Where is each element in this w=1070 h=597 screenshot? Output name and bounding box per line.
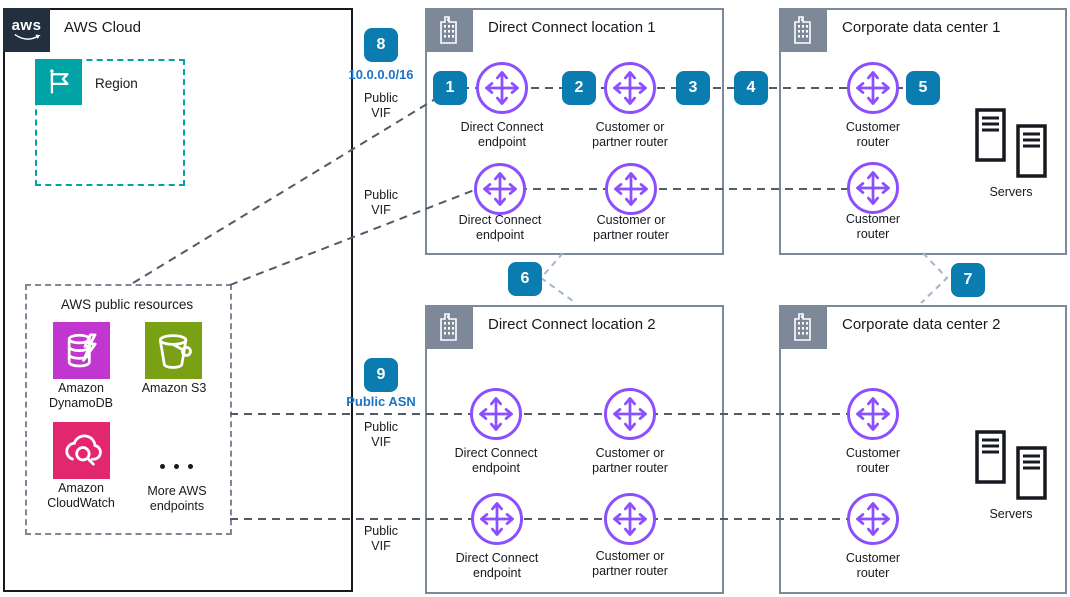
server-icon [975, 108, 1006, 162]
dx-location-1-building-icon [425, 8, 473, 52]
step-badge-9: 9 [364, 358, 398, 392]
cloudwatch-glyph [60, 429, 104, 473]
dx2-partner-router-1-icon [604, 388, 656, 440]
aws-cloud-title: AWS Cloud [64, 19, 141, 36]
step-badge-6: 6 [508, 262, 542, 296]
dynamodb-glyph [60, 329, 104, 373]
public-vif-label-2: Public VIF [363, 188, 399, 217]
region-flag-icon [35, 59, 82, 105]
dx2-endpoint-2-label: Direct Connect endpoint [455, 551, 539, 580]
dc2-servers-label: Servers [989, 507, 1033, 521]
dx1-partner-router-1-label: Customer or partner router [592, 120, 668, 149]
public-asn-annotation: Public ASN [346, 394, 416, 409]
dx1-partner-router-2-label: Customer or partner router [593, 213, 669, 242]
dx1-endpoint-1-router-icon [476, 62, 528, 114]
dc1-customer-router-2-label: Customer router [845, 212, 901, 241]
dx1-partner-router-2-icon [605, 163, 657, 215]
server-icon [975, 430, 1006, 484]
flag-glyph [42, 65, 76, 99]
dx1-endpoint-2-router-icon [474, 163, 526, 215]
public-vif-label-3: Public VIF [363, 420, 399, 449]
building-glyph [790, 312, 816, 342]
dc1-dc2-link [920, 252, 949, 304]
dc1-servers-label: Servers [989, 185, 1033, 199]
dx1-partner-router-1-icon [604, 62, 656, 114]
more-endpoints-label: More AWS endpoints [147, 484, 207, 513]
dc1-customer-router-1-icon [847, 62, 899, 114]
cidr-annotation: 10.0.0.0/16 [348, 67, 414, 82]
aws-logo-icon: aws [3, 8, 50, 52]
step-badge-8: 8 [364, 28, 398, 62]
step-badge-4: 4 [734, 71, 768, 105]
dx-location-1-title: Direct Connect location 1 [488, 19, 656, 36]
dx-location-2-box [425, 305, 724, 594]
data-center-2-title: Corporate data center 2 [842, 316, 1001, 333]
dx2-endpoint-1-label: Direct Connect endpoint [454, 446, 538, 475]
step-badge-2: 2 [562, 71, 596, 105]
building-glyph [436, 15, 462, 45]
data-center-1-title: Corporate data center 1 [842, 19, 1001, 36]
cloudwatch-label: Amazon CloudWatch [47, 481, 115, 510]
public-vif-label-4: Public VIF [363, 524, 399, 553]
dynamodb-label: Amazon DynamoDB [49, 381, 113, 410]
server-icon [1016, 124, 1047, 178]
dc1-customer-router-1-label: Customer router [845, 120, 901, 149]
building-glyph [790, 15, 816, 45]
dc2-customer-router-2-icon [847, 493, 899, 545]
s3-icon [145, 322, 202, 379]
dx2-partner-router-1-label: Customer or partner router [592, 446, 668, 475]
dx2-endpoint-2-router-icon [471, 493, 523, 545]
dx1-dx2-link [539, 252, 574, 302]
dx2-partner-router-2-label: Customer or partner router [592, 549, 668, 578]
dx1-endpoint-2-label: Direct Connect endpoint [458, 213, 542, 242]
dc2-customer-router-2-label: Customer router [845, 551, 901, 580]
s3-label: Amazon S3 [141, 381, 207, 395]
building-glyph [436, 312, 462, 342]
aws-smile-icon [13, 33, 41, 42]
step-badge-7: 7 [951, 263, 985, 297]
dx2-endpoint-1-router-icon [470, 388, 522, 440]
region-label: Region [95, 76, 138, 91]
step-badge-5: 5 [906, 71, 940, 105]
public-vif-label-1: Public VIF [363, 91, 399, 120]
dc2-customer-router-1-label: Customer router [845, 446, 901, 475]
dynamodb-icon [53, 322, 110, 379]
dx2-partner-router-2-icon [604, 493, 656, 545]
dc2-customer-router-1-icon [847, 388, 899, 440]
dx1-endpoint-1-label: Direct Connect endpoint [460, 120, 544, 149]
data-center-2-box [779, 305, 1067, 594]
public-resources-box [25, 284, 232, 535]
dx-location-2-building-icon [425, 305, 473, 349]
aws-cloud-box [3, 8, 353, 592]
step-badge-1: 1 [433, 71, 467, 105]
server-icon [1016, 446, 1047, 500]
dc1-customer-router-2-icon [847, 162, 899, 214]
public-resources-title: AWS public resources [60, 297, 194, 312]
data-center-1-building-icon [779, 8, 827, 52]
dx-location-2-title: Direct Connect location 2 [488, 316, 656, 333]
ellipsis-dots-icon [160, 464, 193, 469]
s3-glyph [152, 329, 196, 373]
data-center-2-building-icon [779, 305, 827, 349]
cloudwatch-icon [53, 422, 110, 479]
aws-logo-text: aws [11, 16, 42, 34]
step-badge-3: 3 [676, 71, 710, 105]
